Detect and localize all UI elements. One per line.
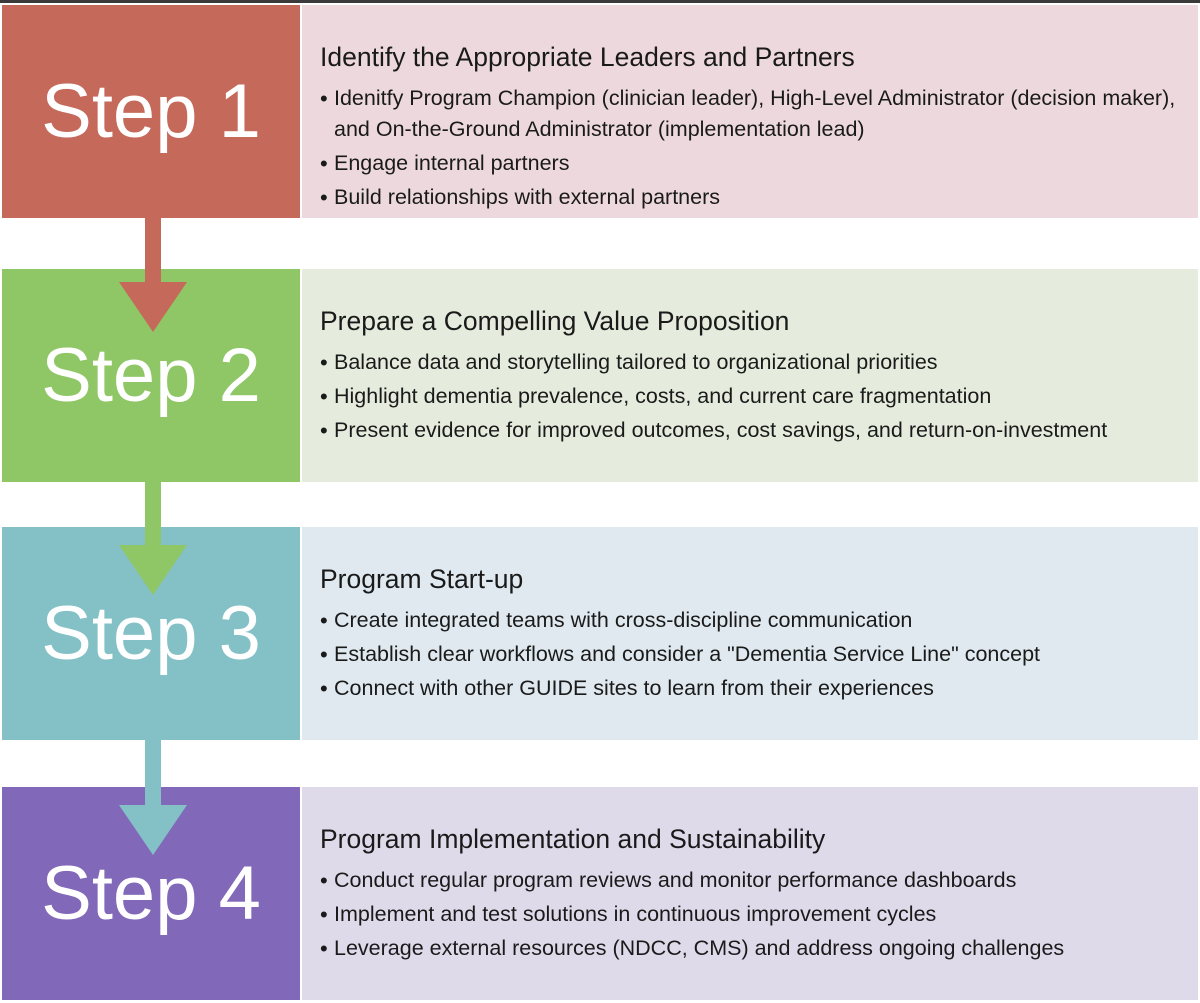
step-1-row: Step 1 Identify the Appropriate Leaders …	[2, 5, 1198, 218]
step-4-panel: Program Implementation and Sustainabilit…	[302, 787, 1198, 1000]
bullet-item: Create integrated teams with cross-disci…	[320, 605, 1178, 636]
connector-arrow-1-2	[119, 216, 187, 332]
bullet-item: Present evidence for improved outcomes, …	[320, 415, 1178, 446]
bullet-item: Build relationships with external partne…	[320, 182, 1178, 213]
step-4-title: Program Implementation and Sustainabilit…	[320, 824, 826, 854]
connector-arrow-2-3	[119, 480, 187, 595]
bullet-item: Establish clear workflows and consider a…	[320, 639, 1178, 670]
step-2-panel: Prepare a Compelling Value Proposition B…	[302, 269, 1198, 482]
step-3-label: Step 3	[41, 591, 261, 676]
step-3-title: Program Start-up	[320, 564, 524, 594]
step-1-label: Step 1	[41, 69, 261, 154]
bullet-item: Balance data and storytelling tailored t…	[320, 347, 1178, 378]
step-1-bullets: Idenitfy Program Champion (clinician lea…	[320, 83, 1178, 213]
bullet-item: Idenitfy Program Champion (clinician lea…	[320, 83, 1178, 145]
step-1-title: Identify the Appropriate Leaders and Par…	[320, 42, 855, 72]
step-4-bullets: Conduct regular program reviews and moni…	[320, 865, 1178, 964]
step-4-label: Step 4	[41, 851, 261, 936]
step-3-row: Step 3 Program Start-up Create integrate…	[2, 527, 1198, 740]
bullet-item: Leverage external resources (NDCC, CMS) …	[320, 933, 1178, 964]
step-3-bullets: Create integrated teams with cross-disci…	[320, 605, 1178, 704]
bullet-item: Connect with other GUIDE sites to learn …	[320, 673, 1178, 704]
step-2-row: Step 2 Prepare a Compelling Value Propos…	[2, 269, 1198, 482]
connector-arrow-3-4	[119, 739, 187, 855]
step-1-label-box: Step 1	[2, 5, 300, 218]
step-2-label: Step 2	[41, 333, 261, 418]
bullet-item: Engage internal partners	[320, 148, 1178, 179]
bullet-item: Highlight dementia prevalence, costs, an…	[320, 381, 1178, 412]
bullet-item: Implement and test solutions in continuo…	[320, 899, 1178, 930]
bullet-item: Conduct regular program reviews and moni…	[320, 865, 1178, 896]
step-2-title: Prepare a Compelling Value Proposition	[320, 306, 790, 336]
step-1-panel: Identify the Appropriate Leaders and Par…	[302, 5, 1198, 218]
step-2-bullets: Balance data and storytelling tailored t…	[320, 347, 1178, 446]
step-3-panel: Program Start-up Create integrated teams…	[302, 527, 1198, 740]
top-border	[0, 0, 1200, 3]
